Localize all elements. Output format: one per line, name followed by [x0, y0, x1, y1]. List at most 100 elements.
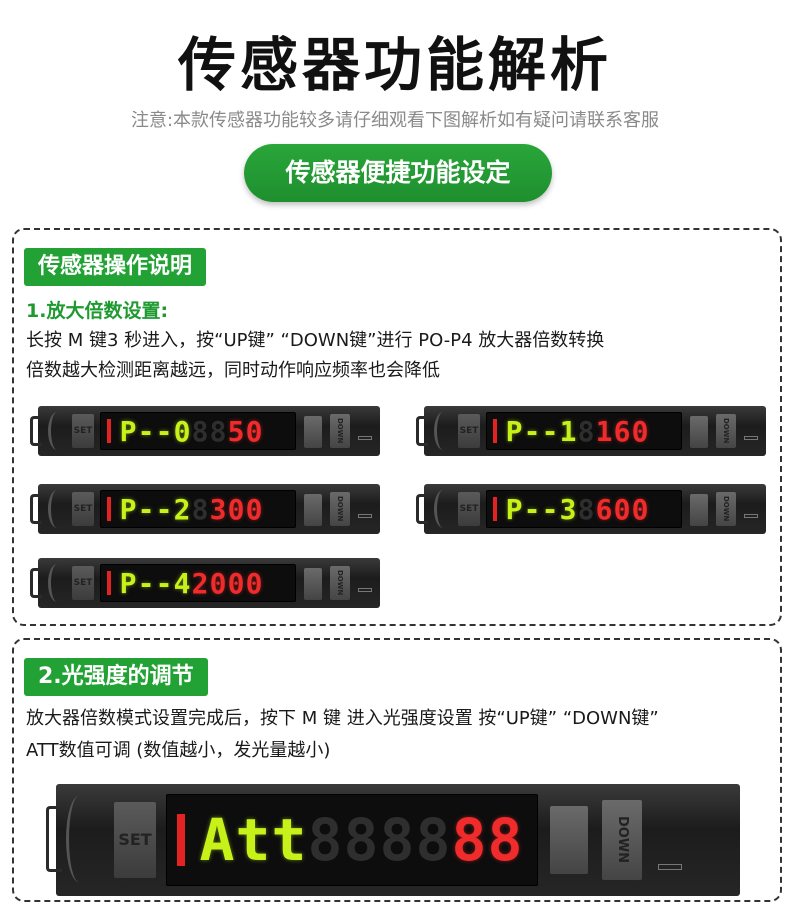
up-key	[304, 416, 322, 448]
segment-digit: 8	[577, 414, 595, 448]
segment-digit: 6	[595, 492, 613, 526]
segment-digit: 0	[631, 414, 649, 448]
segment-digit: -	[137, 566, 155, 600]
display-blank-digits: 8	[577, 493, 595, 526]
segment-digit: 2	[173, 492, 191, 526]
status-led	[493, 419, 497, 443]
light-intensity-section: 2.光强度的调节 放大器倍数模式设置完成后，按下 M 键 进入光强度设置 按“U…	[12, 638, 782, 902]
segment-digit: 8	[307, 806, 343, 874]
intensity-desc-line2: ATT数值可调 (数值越小，发光量越小)	[26, 740, 331, 761]
segment-digit: 0	[173, 414, 191, 448]
up-key	[304, 568, 322, 600]
display-mode-digits: P--1	[505, 415, 577, 448]
segment-digit: P	[119, 566, 137, 600]
status-led	[107, 571, 111, 595]
down-key: DOWN	[716, 492, 736, 526]
segment-digit: -	[137, 492, 155, 526]
up-key	[690, 494, 708, 526]
section-banner: 传感器便捷功能设定	[244, 144, 552, 202]
gain-desc-line1: 长按 M 键3 秒进入，按“UP键” “DOWN键”进行 PO-P4 放大器倍数…	[26, 330, 605, 351]
connector-pin	[744, 514, 758, 518]
status-led	[107, 497, 111, 521]
segment-digit: 0	[245, 492, 263, 526]
segment-digit: P	[119, 414, 137, 448]
segment-digit: 4	[173, 566, 191, 600]
display-mode-digits: P--4	[119, 567, 191, 600]
intensity-tag: 2.光强度的调节	[24, 658, 208, 696]
status-led	[177, 814, 185, 866]
segment-digit: 0	[245, 566, 263, 600]
segment-digit: 0	[631, 492, 649, 526]
segment-digit: 0	[227, 566, 245, 600]
page-title: 传感器功能解析	[177, 31, 612, 99]
segment-digit: P	[505, 492, 523, 526]
set-key: SET	[114, 802, 156, 878]
intensity-desc-line1: 放大器倍数模式设置完成后，按下 M 键 进入光强度设置 按“UP键” “DOWN…	[26, 708, 659, 729]
down-key: DOWN	[716, 414, 736, 448]
connector-pin	[358, 588, 372, 592]
status-led	[493, 497, 497, 521]
down-key: DOWN	[330, 414, 350, 448]
up-key	[690, 416, 708, 448]
segment-digit: 1	[595, 414, 613, 448]
up-key	[550, 806, 588, 874]
segment-digit: 3	[559, 492, 577, 526]
set-key: SET	[458, 492, 480, 526]
segment-digit: 8	[191, 492, 209, 526]
display-mode-digits: P--3	[505, 493, 577, 526]
segment-digit: 8	[577, 492, 595, 526]
segment-digit: 1	[559, 414, 577, 448]
segment-digit: 8	[487, 806, 523, 874]
segment-digit: 5	[227, 414, 245, 448]
segment-digit: 3	[209, 492, 227, 526]
segment-digit: 8	[343, 806, 379, 874]
connector-pin	[358, 514, 372, 518]
segment-digit: 8	[209, 414, 227, 448]
segment-digit: t	[271, 806, 307, 874]
set-key: SET	[72, 414, 94, 448]
segment-digit: -	[523, 492, 541, 526]
set-key: SET	[72, 492, 94, 526]
display-blank-digits: 8	[577, 415, 595, 448]
segment-digit: 6	[613, 414, 631, 448]
segment-digit: P	[119, 492, 137, 526]
segment-digit: -	[523, 414, 541, 448]
notice-text: 注意:本款传感器功能较多请仔细观看下图解析如有疑问请联系客服	[130, 110, 660, 131]
set-key: SET	[72, 566, 94, 600]
set-key: SET	[458, 414, 480, 448]
segment-digit: 0	[227, 492, 245, 526]
down-key: DOWN	[330, 492, 350, 526]
gain-subhead: 1.放大倍数设置:	[26, 300, 169, 322]
segment-digit: 8	[451, 806, 487, 874]
segment-digit: t	[235, 806, 271, 874]
up-key	[304, 494, 322, 526]
segment-digit: -	[541, 492, 559, 526]
connector-pin	[658, 864, 682, 870]
display-mode-digits: P--2	[119, 493, 191, 526]
segment-digit: -	[137, 414, 155, 448]
segment-digit: -	[155, 492, 173, 526]
segment-digit: A	[199, 806, 235, 874]
down-key: DOWN	[602, 800, 642, 880]
operation-section: 传感器操作说明 1.放大倍数设置: 长按 M 键3 秒进入，按“UP键” “DO…	[12, 228, 782, 626]
status-led	[107, 419, 111, 443]
segment-digit: 8	[379, 806, 415, 874]
down-key: DOWN	[330, 566, 350, 600]
